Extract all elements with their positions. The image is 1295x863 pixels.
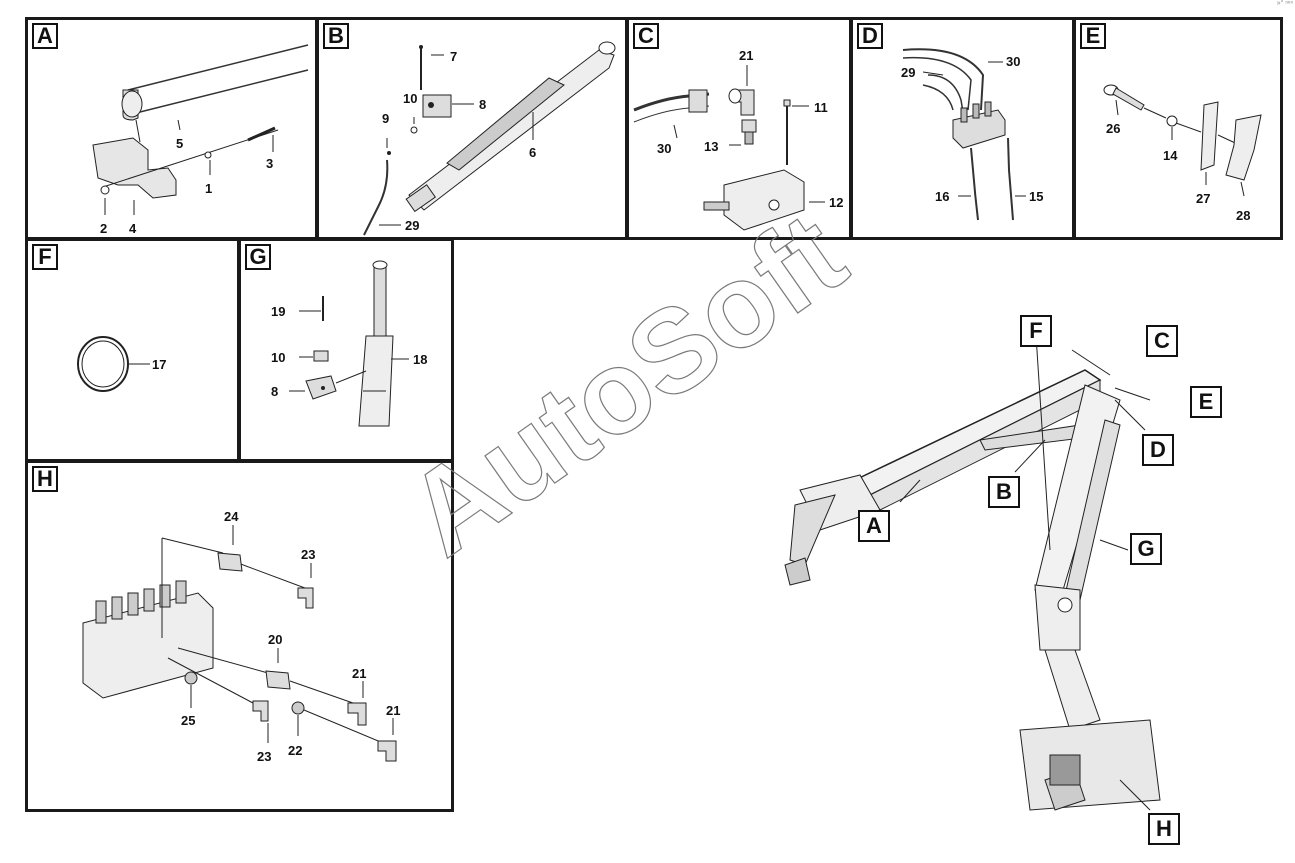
label-g-19: 19: [271, 304, 285, 319]
label-c-12: 12: [829, 195, 843, 210]
crane-overview: F C E D B A G H: [460, 240, 1295, 858]
overview-callout-b: B: [988, 476, 1020, 508]
overview-callout-g: G: [1130, 533, 1162, 565]
panel-g: G 19 10 18 8: [238, 238, 454, 462]
label-f-17: 17: [152, 357, 166, 372]
label-a-1: 1: [205, 181, 212, 196]
label-e-28: 28: [1236, 208, 1250, 223]
crane-drawing: [784, 319, 1161, 811]
panel-d: D 30 29 16 15: [850, 17, 1075, 240]
label-c-21: 21: [739, 48, 753, 63]
panel-letter-h: H: [32, 466, 58, 492]
panel-f-drawing: 17: [77, 336, 166, 392]
panel-h-drawing: 24 23 20 21 21 25 23 22: [82, 509, 400, 764]
panel-f: F 17: [25, 238, 240, 462]
panel-letter-d: D: [857, 23, 883, 49]
label-b-29: 29: [405, 218, 419, 233]
label-a-3: 3: [266, 156, 273, 171]
panel-letter-g: G: [245, 244, 271, 270]
label-c-11: 11: [814, 100, 828, 115]
label-a-2: 2: [100, 221, 107, 236]
label-d-30: 30: [1006, 54, 1020, 69]
panel-c-drawing: 21 11 30 13 12: [633, 48, 843, 231]
overview-callout-f: F: [1020, 315, 1052, 347]
label-d-15: 15: [1029, 189, 1043, 204]
label-h-20: 20: [268, 632, 282, 647]
panel-b-drawing: 7 10 8 9 6 29: [363, 41, 616, 236]
label-h-25: 25: [181, 713, 195, 728]
panel-letter-e: E: [1080, 23, 1106, 49]
overview-callout-d: D: [1142, 434, 1174, 466]
corner-mark: »° ⁿⁿⁿ: [1276, 0, 1293, 7]
panel-letter-a: A: [32, 23, 58, 49]
label-c-13: 13: [704, 139, 718, 154]
label-h-21-mid: 21: [352, 666, 366, 681]
panel-d-drawing: 30 29 16 15: [901, 48, 1043, 221]
overview-callout-c: C: [1146, 325, 1178, 357]
label-b-8: 8: [479, 97, 486, 112]
label-a-4: 4: [129, 221, 137, 236]
label-b-10: 10: [403, 91, 417, 106]
label-a-5: 5: [176, 136, 183, 151]
panel-e: E 26 14 27 28: [1073, 17, 1283, 240]
label-e-14: 14: [1163, 148, 1178, 163]
panel-letter-f: F: [32, 244, 58, 270]
panel-e-drawing: 26 14 27 28: [1103, 84, 1262, 223]
label-g-8: 8: [271, 384, 278, 399]
label-c-30: 30: [657, 141, 671, 156]
label-h-21-right: 21: [386, 703, 400, 718]
label-g-18: 18: [413, 352, 427, 367]
label-h-24: 24: [224, 509, 239, 524]
label-b-6: 6: [529, 145, 536, 160]
overview-callout-e: E: [1190, 386, 1222, 418]
panel-b: B 7 10 8 9 6 29: [316, 17, 628, 240]
overview-callout-h: H: [1148, 813, 1180, 845]
label-b-9: 9: [382, 111, 389, 126]
label-e-27: 27: [1196, 191, 1210, 206]
panel-letter-b: B: [323, 23, 349, 49]
label-h-23-top: 23: [301, 547, 315, 562]
label-d-16: 16: [935, 189, 949, 204]
label-h-22: 22: [288, 743, 302, 758]
label-d-29: 29: [901, 65, 915, 80]
overview-callout-a: A: [858, 510, 890, 542]
panel-a-drawing: 5 3 1 2 4: [92, 44, 309, 236]
panel-letter-c: C: [633, 23, 659, 49]
panel-c: C 21 11 30 13 12: [626, 17, 852, 240]
label-g-10: 10: [271, 350, 285, 365]
panel-h: H 24 23 20 21 21 25: [25, 460, 454, 812]
panel-a: A 5 3 1 2 4: [25, 17, 318, 240]
panel-g-drawing: 19 10 18 8: [271, 260, 427, 427]
label-e-26: 26: [1106, 121, 1120, 136]
label-h-23-bottom: 23: [257, 749, 271, 764]
label-b-7: 7: [450, 49, 457, 64]
